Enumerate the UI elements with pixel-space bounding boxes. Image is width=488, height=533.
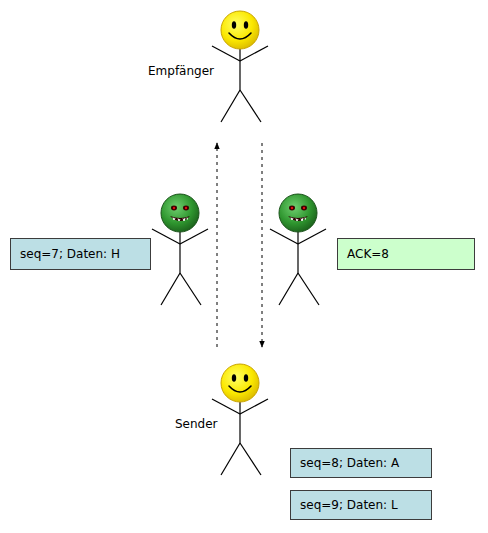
connector-layer [217, 143, 262, 347]
stick-body [212, 46, 268, 122]
ack-box: ACK=8 [337, 238, 475, 270]
receiver-figure [212, 11, 268, 122]
packet-box: seq=7; Daten: H [10, 238, 151, 270]
box-text: seq=9; Daten: L [300, 498, 398, 512]
stick-body [212, 399, 268, 475]
actor-label-node: Empfänger [140, 5, 300, 143]
actor-label-node: Sender [140, 347, 300, 480]
box-text: seq=8; Daten: A [300, 456, 399, 470]
attacker-figure [270, 194, 326, 305]
actor-name: Sender [175, 417, 218, 431]
box-text: ACK=8 [347, 247, 389, 261]
actor-name: Empfänger [148, 64, 214, 78]
box-text: seq=7; Daten: H [20, 247, 120, 261]
message-arrow [262, 143, 263, 347]
stick-body [152, 229, 208, 305]
sender-figure [212, 364, 268, 475]
smiley-face [221, 11, 259, 49]
evil-face [161, 194, 199, 232]
attacker-figure [152, 194, 208, 305]
packet-box: seq=8; Daten: A [290, 448, 432, 478]
stick-body [270, 229, 326, 305]
packet-box: seq=9; Daten: L [290, 490, 432, 520]
evil-face [279, 194, 317, 232]
smiley-face [221, 364, 259, 402]
message-arrow [217, 143, 218, 347]
